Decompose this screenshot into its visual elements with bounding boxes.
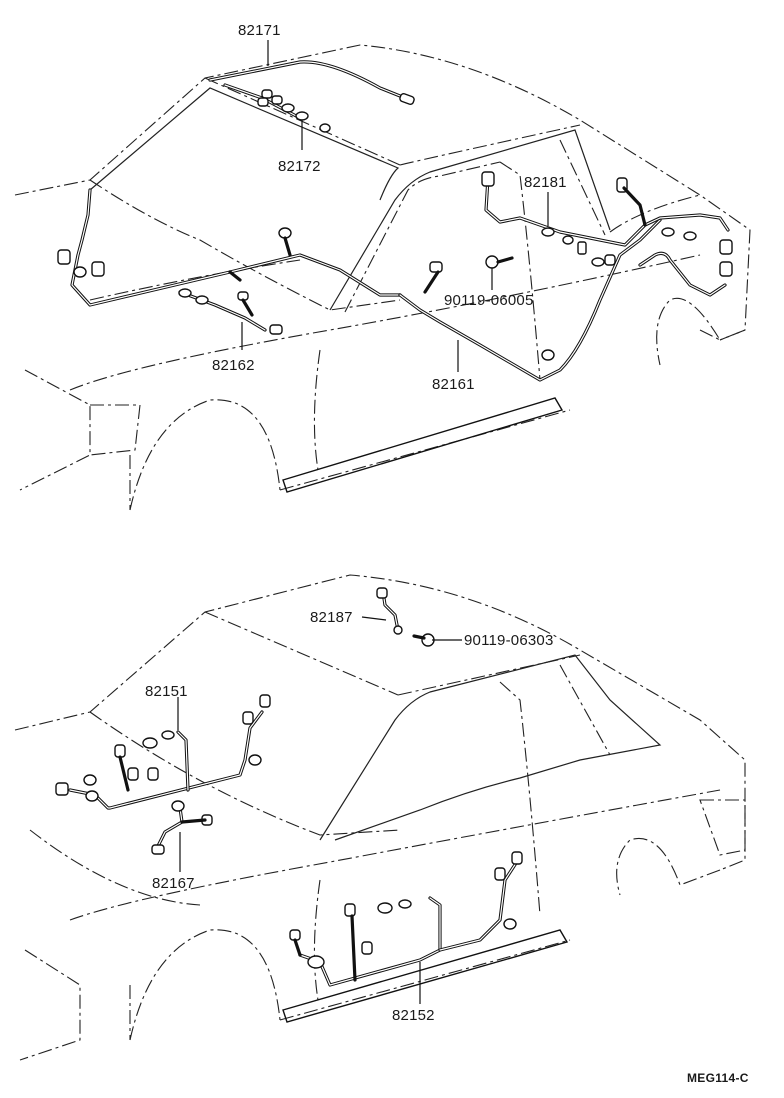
figure-code: MEG114-C xyxy=(687,1071,749,1085)
label-82162: 82162 xyxy=(212,357,255,374)
top-rocker-molding xyxy=(282,397,564,493)
bottom-rocker-molding xyxy=(282,929,569,1023)
label-82171: 82171 xyxy=(238,22,281,39)
harness-82151 xyxy=(55,694,271,810)
label-82187: 82187 xyxy=(310,609,353,626)
harness-82162 xyxy=(178,288,283,335)
label-82161: 82161 xyxy=(432,376,475,393)
harness-82161 xyxy=(398,218,662,382)
bottom-car-body xyxy=(14,574,746,1061)
label-82167: 82167 xyxy=(152,875,195,892)
leader-82187 xyxy=(361,616,387,621)
harness-a-pillar xyxy=(57,188,402,307)
harness-82167 xyxy=(151,800,213,855)
clip-90119-06303 xyxy=(412,633,435,647)
harness-82172 xyxy=(223,83,331,133)
label-82152: 82152 xyxy=(392,1007,435,1024)
label-82181: 82181 xyxy=(524,174,567,191)
top-car-body xyxy=(14,44,751,511)
clip-90119-06005 xyxy=(485,255,514,269)
label-90119-06005: 90119-06005 xyxy=(444,292,534,309)
harness-82181 xyxy=(481,171,733,297)
label-82172: 82172 xyxy=(278,158,321,175)
harness-82187 xyxy=(376,587,403,635)
harness-82152 xyxy=(289,851,523,987)
label-82151: 82151 xyxy=(145,683,188,700)
label-90119-06303: 90119-06303 xyxy=(464,632,554,649)
harness-82171 xyxy=(208,60,415,106)
